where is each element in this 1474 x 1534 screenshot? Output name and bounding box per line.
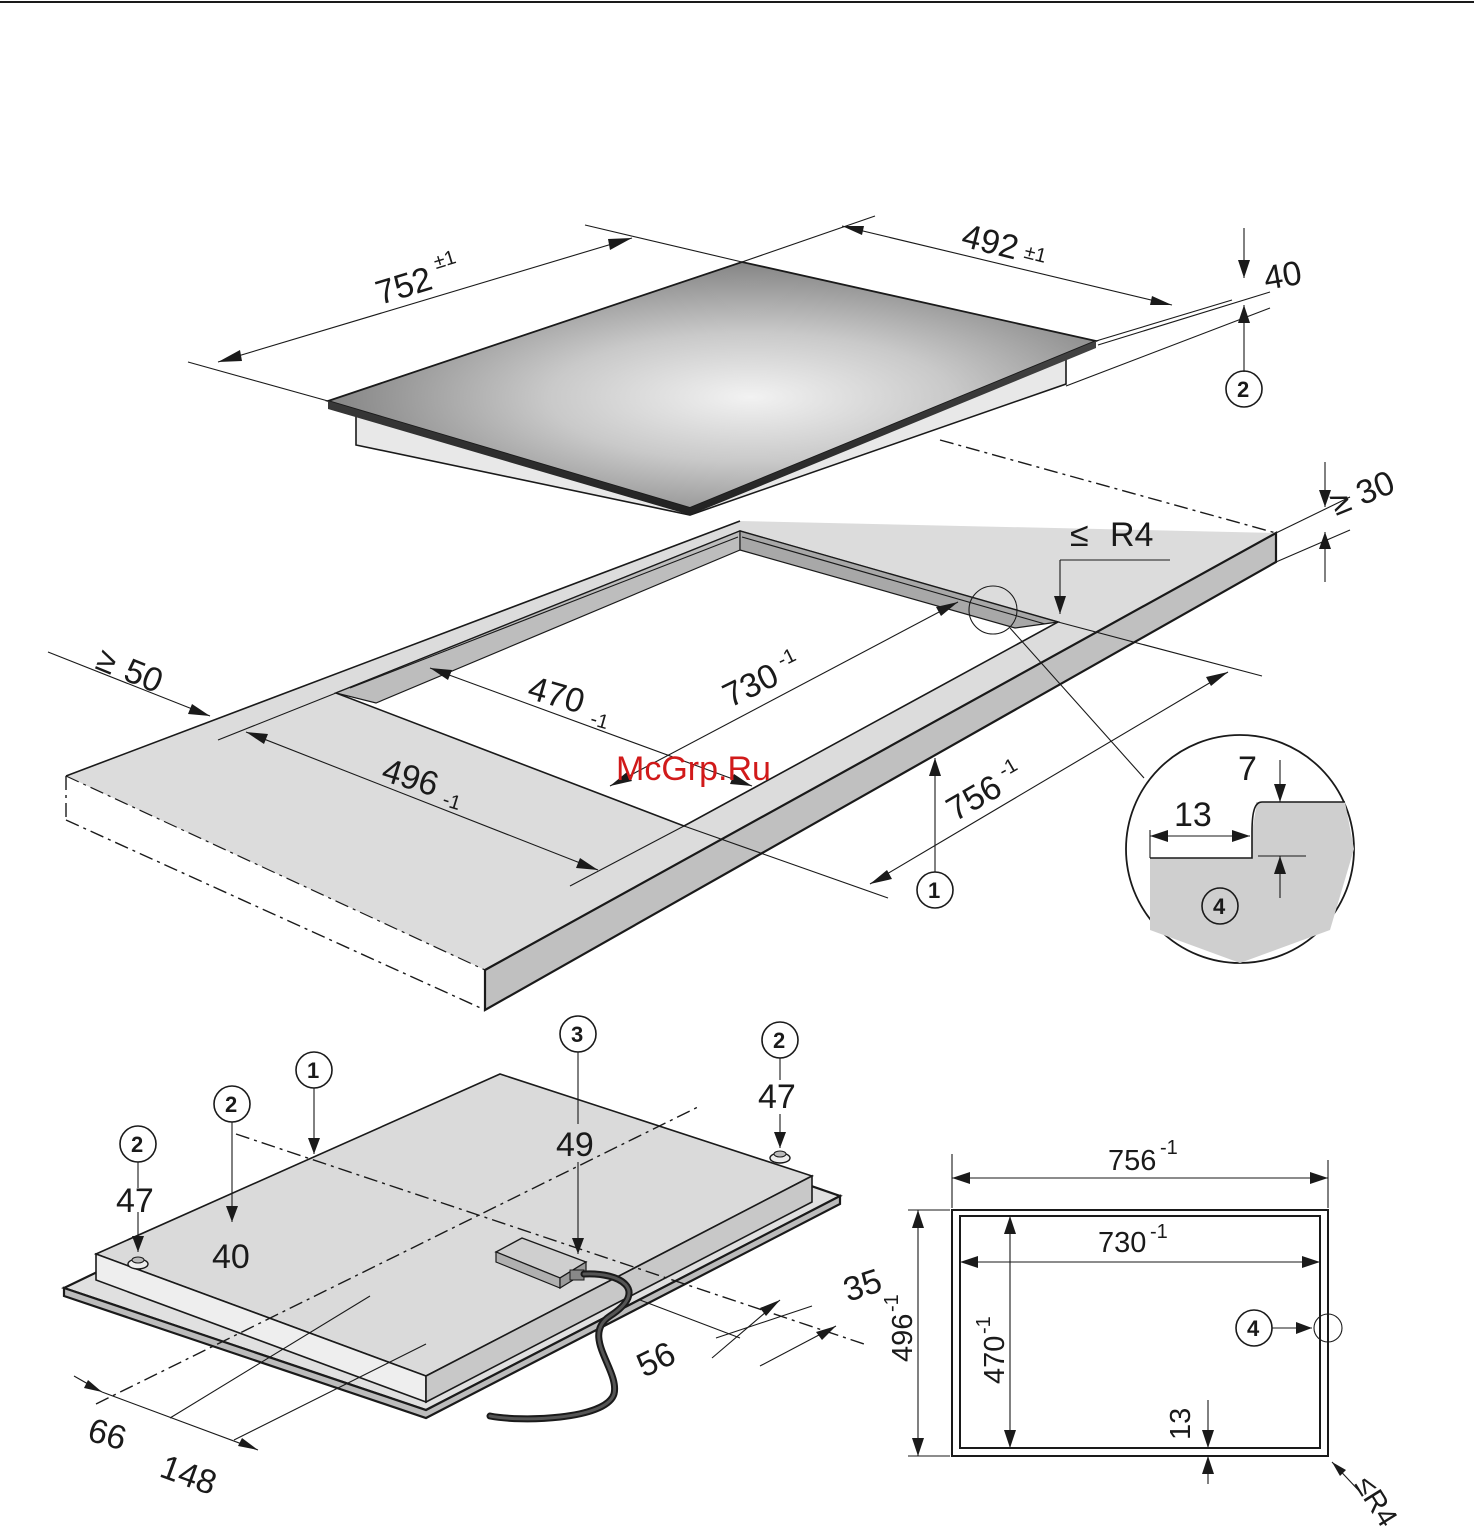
offset-148-label: 148 <box>155 1448 221 1503</box>
plan-outer-depth-tol: -1 <box>881 1294 903 1312</box>
callout-2-right-foot: 2 <box>762 1022 798 1058</box>
svg-text:3: 3 <box>571 1022 583 1047</box>
callout-2-body: 2 <box>214 1086 250 1122</box>
underside-view <box>64 1052 864 1450</box>
box-height-label: 49 <box>556 1126 594 1164</box>
svg-text:1: 1 <box>928 878 940 903</box>
radius-prefix: ≤ <box>1070 516 1089 554</box>
hob-height-label: 40 <box>1261 254 1305 298</box>
svg-text:4: 4 <box>1247 1316 1260 1341</box>
offset-35-label: 35 <box>839 1262 887 1310</box>
callout-1-top: 1 <box>917 872 953 908</box>
cutout-outer-width-tol: -1 <box>995 754 1021 782</box>
plan-inner-depth-tol: -1 <box>973 1316 995 1334</box>
callout-2-top: 2 <box>1226 371 1262 407</box>
watermark: McGrp.Ru <box>616 750 771 788</box>
plan-inner-depth: 470 <box>979 1336 1011 1384</box>
hob-top <box>328 262 1096 515</box>
rebate-width-label: 13 <box>1174 796 1212 834</box>
cutout-outer-width-label: 756 <box>940 768 1008 829</box>
plan-radius: ≤R4 <box>1348 1471 1403 1533</box>
callout-2-left-foot: 2 <box>120 1126 156 1162</box>
svg-text:2: 2 <box>225 1092 237 1117</box>
svg-text:2: 2 <box>773 1028 785 1053</box>
plan-outer-depth: 496 <box>887 1314 919 1362</box>
offset-56-label: 56 <box>631 1334 682 1385</box>
plan-outer-width-tol: -1 <box>1160 1137 1178 1159</box>
hob-width-label: 752 <box>371 260 436 313</box>
plan-rebate: 13 <box>1165 1408 1197 1440</box>
callout-4-detail-num: 4 <box>1213 894 1226 919</box>
plan-inner-width-tol: -1 <box>1150 1221 1168 1243</box>
callout-1-bottom: 1 <box>296 1052 332 1088</box>
rebate-depth-label: 7 <box>1238 750 1257 788</box>
worktop <box>66 440 1276 1010</box>
hob-depth-label: 492 <box>958 217 1022 268</box>
front-edge-prefix: ≥ <box>91 640 123 682</box>
worktop-thickness-label: 30 <box>1351 464 1400 513</box>
offset-66-label: 66 <box>84 1411 131 1458</box>
svg-text:2: 2 <box>131 1132 143 1157</box>
svg-text:2: 2 <box>1237 377 1249 402</box>
rebate-detail: 13 7 4 <box>1126 735 1354 963</box>
foot-height-left: 47 <box>116 1182 154 1220</box>
front-edge-label: 50 <box>119 651 168 700</box>
body-height-label: 40 <box>212 1238 250 1276</box>
thickness-prefix: ≥ <box>1325 481 1357 523</box>
hob-width-tol: ±1 <box>431 246 459 274</box>
plan-inner-width: 730 <box>1098 1227 1146 1259</box>
svg-text:1: 1 <box>307 1058 319 1083</box>
callout-3: 3 <box>560 1016 596 1052</box>
plan-outer-width: 756 <box>1108 1145 1156 1177</box>
hob-depth-tol: ±1 <box>1022 241 1049 268</box>
radius-label: R4 <box>1110 516 1153 554</box>
foot-height-right: 47 <box>758 1078 796 1116</box>
